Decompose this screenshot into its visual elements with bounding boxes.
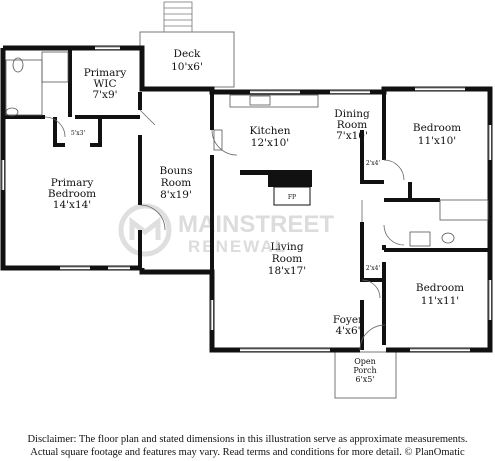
room-name-2: Bedroom: [48, 188, 96, 200]
room-dining-room: Dining Room 7'x10': [334, 108, 370, 142]
room-dimensions: 5'x3': [71, 130, 86, 137]
shower-icon: [41, 51, 69, 83]
room-primary-bedroom: Primary Bedroom 14'x14': [48, 177, 96, 211]
room-dimensions: 7'x9': [92, 89, 117, 101]
room-dimensions: 14'x14': [53, 199, 91, 211]
room-name: Dining: [334, 108, 370, 120]
room-dimensions: 10'x6': [171, 61, 203, 73]
room-name-2: Room: [161, 177, 192, 189]
vanity-icon: [409, 231, 431, 247]
room-name-2: Room: [272, 253, 303, 265]
toilet-icon: [12, 57, 24, 73]
watermark-logo-mark: [129, 216, 161, 240]
room-dimensions: 2'x4': [366, 160, 381, 167]
room-dimensions: 11'x11': [421, 295, 459, 307]
room-name: Foyer: [333, 314, 364, 326]
room-closet-a: 2'x4': [366, 160, 381, 167]
room-dimensions: 18'x17': [268, 265, 306, 277]
sink-icon: [249, 95, 271, 106]
room-dimensions: 11'x10': [418, 135, 456, 147]
fireplace: FP: [240, 170, 312, 206]
room-bedroom-1: Bedroom 11'x10': [413, 122, 461, 147]
fireplace-label: FP: [288, 194, 296, 201]
room-living-room: Living Room 18'x17': [268, 241, 306, 277]
disclaimer-line-2: Actual square footage and features may v…: [30, 447, 465, 458]
bathtub-icon: [439, 199, 489, 221]
room-name: Primary: [51, 177, 94, 189]
room-name-2: Porch: [353, 366, 376, 375]
room-deck: Deck 10'x6': [171, 48, 203, 73]
watermark-line1: MAINSTREET: [178, 211, 334, 238]
room-bedroom-2: Bedroom 11'x11': [416, 282, 464, 307]
door-swings: [44, 109, 405, 351]
room-closet-5x3: 5'x3': [71, 130, 86, 137]
bathroom-sink-icon: [5, 107, 19, 117]
room-dimensions: 8'x19': [160, 189, 192, 201]
room-kitchen: Kitchen 12'x10': [249, 125, 290, 149]
watermark-logo-icon: [118, 203, 172, 257]
room-name: Bouns: [160, 165, 193, 177]
room-dimensions: 7'x10': [336, 130, 368, 142]
room-name: Kitchen: [249, 125, 290, 137]
room-dimensions: 2'x4': [366, 265, 381, 272]
room-closet-b: 2'x4': [366, 265, 381, 272]
room-name: Open: [354, 357, 376, 366]
room-name: Bedroom: [416, 282, 464, 294]
disclaimer: Disclaimer: The floor plan and stated di…: [0, 433, 495, 459]
room-foyer: Foyer 4'x6': [333, 314, 364, 337]
bathroom-fixtures: [5, 51, 489, 247]
room-name-2: Room: [337, 119, 368, 131]
window-lines: [1, 46, 492, 352]
room-dimensions: 4'x6': [335, 325, 360, 337]
room-primary-wic: Primary WIC 7'x9': [84, 67, 127, 101]
deck-stairs: [163, 1, 193, 33]
room-name: Living: [270, 241, 303, 253]
room-name: Bedroom: [413, 122, 461, 134]
disclaimer-line-1: Disclaimer: The floor plan and stated di…: [27, 434, 468, 445]
toilet-icon-2: [441, 232, 455, 244]
windows: [1, 46, 492, 352]
open-porch-outline: [334, 351, 397, 399]
room-name-2: WIC: [94, 78, 117, 90]
room-name: Deck: [174, 48, 202, 60]
room-name: Primary: [84, 67, 127, 79]
room-open-porch: Open Porch 6'x5': [353, 357, 376, 384]
room-bonus-room: Bouns Room 8'x19': [160, 165, 193, 201]
room-dimensions: 12'x10': [251, 137, 289, 149]
room-dimensions: 6'x5': [355, 375, 374, 384]
